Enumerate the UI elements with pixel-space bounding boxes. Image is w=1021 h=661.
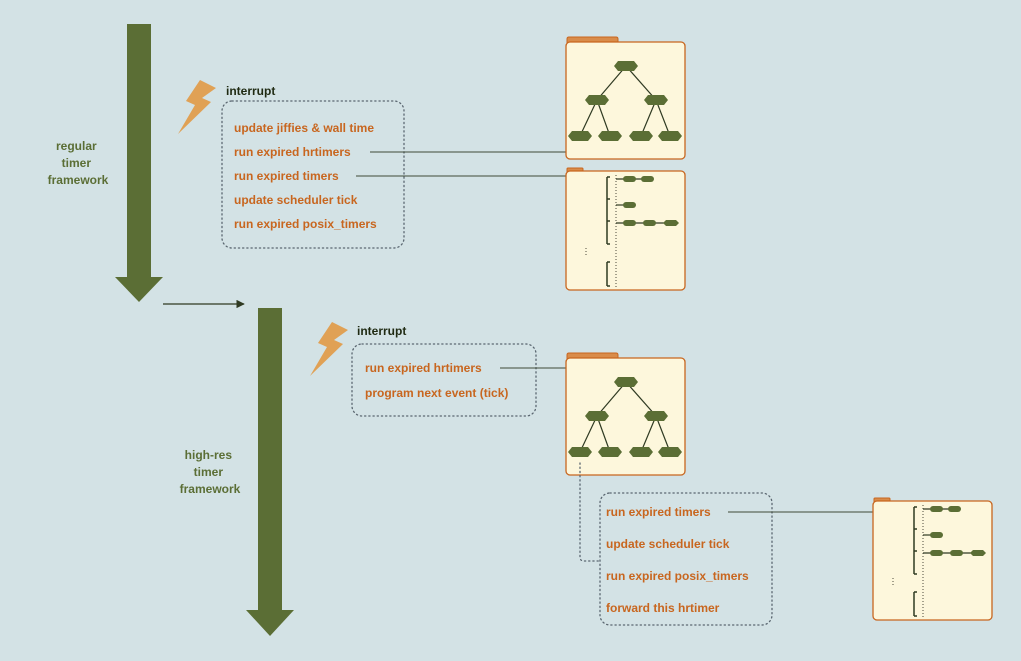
- sub-step-run-expired-posix-timers: run expired posix_timers: [606, 569, 749, 583]
- hr-step-program-next-event: program next event (tick): [365, 386, 508, 400]
- sub-step-run-expired-timers: run expired timers: [606, 505, 711, 519]
- highres-framework-label: high-res timer framework: [180, 448, 241, 496]
- lightning-bolt-icon: [178, 80, 216, 134]
- hr-step-run-expired-hrtimers: run expired hrtimers: [365, 361, 482, 375]
- sub-step-forward-hrtimer: forward this hrtimer: [606, 601, 720, 615]
- step-run-expired-posix-timers: run expired posix_timers: [234, 217, 377, 231]
- leaf-to-substeps-link: [579, 462, 601, 562]
- highres-interrupt-steps-box: [351, 343, 537, 417]
- highres-timer-arrow: [246, 308, 294, 636]
- sub-step-update-scheduler-tick: update scheduler tick: [606, 537, 730, 551]
- lightning-bolt-icon-2: [310, 322, 348, 376]
- step-run-expired-hrtimers: run expired hrtimers: [234, 145, 351, 159]
- step-run-expired-timers: run expired timers: [234, 169, 339, 183]
- hr-timer-wheel-panel: [872, 497, 993, 621]
- regular-framework-label: regular timer framework: [48, 139, 109, 187]
- interrupt-label: interrupt: [226, 84, 275, 98]
- regular-timer-arrow: [115, 24, 163, 302]
- hrtimer-rbtree-panel: [565, 36, 686, 160]
- hrtimer-callback-steps-box: [599, 492, 773, 626]
- step-update-scheduler-tick: update scheduler tick: [234, 193, 358, 207]
- step-update-jiffies: update jiffies & wall time: [234, 121, 374, 135]
- interrupt-label-2: interrupt: [357, 324, 406, 338]
- timer-wheel-panel: [565, 167, 686, 291]
- regular-interrupt-steps-box: [221, 100, 405, 249]
- hr-hrtimer-rbtree-panel: [565, 352, 686, 476]
